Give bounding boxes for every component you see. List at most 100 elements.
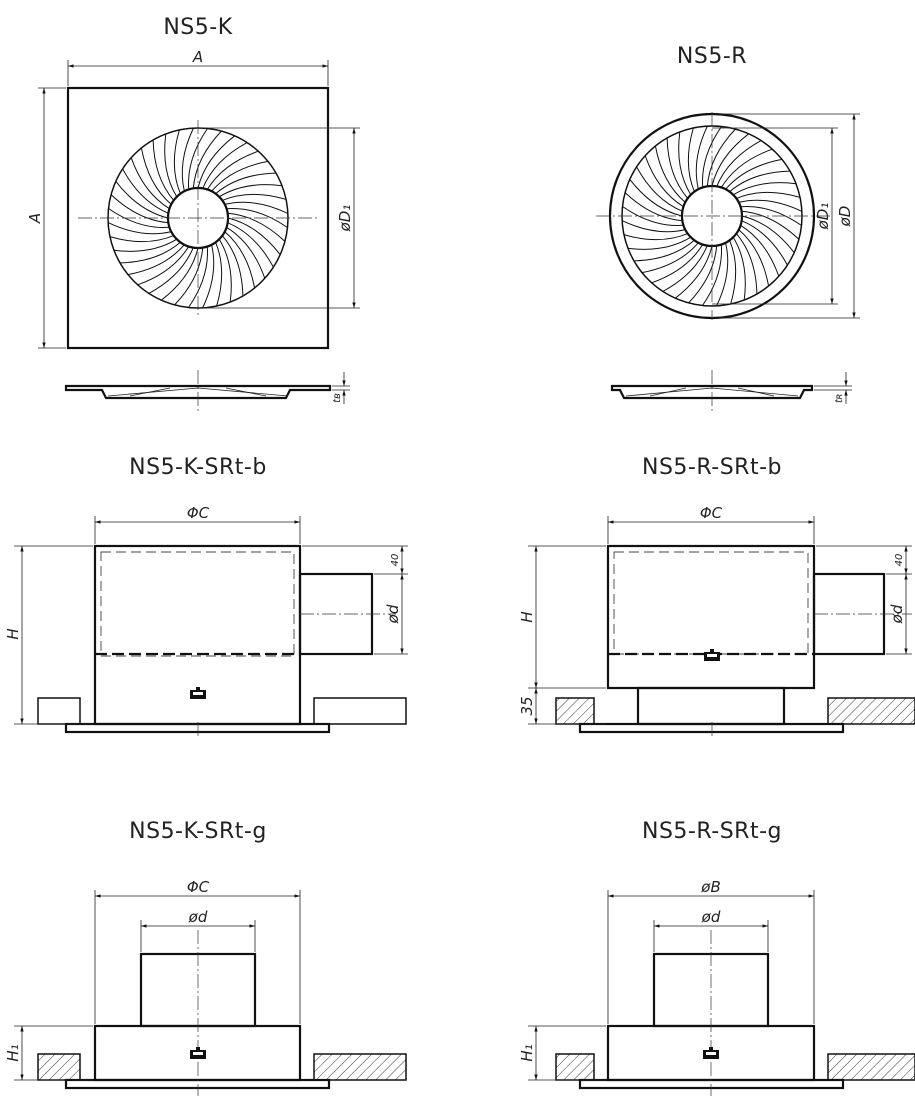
bracket-symbol (190, 687, 206, 699)
dim-h1-label: H₁ (4, 1044, 22, 1061)
swirl-blade (678, 131, 692, 196)
swirl-blade (654, 145, 686, 203)
swirl-blade (164, 133, 178, 198)
dim-c-r-label: ΦC (700, 504, 723, 522)
ns5-k-srtg-view: NS5-K-SRt-g ΦC ød H₁ (4, 819, 407, 1096)
swirl-blade (110, 194, 169, 224)
swirl-blade (623, 233, 688, 241)
ns5-r-srtb-view: NS5-R-SRt-b ΦC H 35 40 ø (518, 455, 915, 736)
swirl-blade (202, 142, 248, 189)
swirl-blade (662, 245, 708, 292)
ns5-k-srtb-title: NS5-K-SRt-b (129, 455, 267, 480)
ns5-k-title: NS5-K (163, 15, 232, 40)
swirl-blade (227, 217, 281, 256)
face-plate (64, 722, 331, 734)
swirl-blade (218, 238, 232, 303)
ns5-r-title: NS5-R (677, 44, 747, 69)
swirl-blade (716, 140, 762, 187)
dim-d-spigot-label: ød (384, 604, 402, 624)
swirl-blade (741, 215, 795, 254)
bracket-symbol-g (190, 1047, 206, 1059)
dim-a-height-label: A (26, 213, 44, 224)
swirl-blade (695, 125, 708, 190)
swirl-blade (137, 246, 190, 286)
swirl-blade (224, 201, 289, 214)
swirl-blade (122, 168, 169, 214)
swirl-blade (720, 148, 773, 188)
swirl-blade (140, 147, 172, 205)
swirl-blade (222, 193, 287, 201)
swirl-blade (108, 208, 170, 229)
swirl-blade (740, 205, 802, 226)
swirl-blade (741, 220, 788, 266)
ns5-r-side-view: tʀ (610, 370, 852, 412)
swirl-blade (215, 242, 223, 307)
swirl-blade (115, 180, 169, 219)
dim-a-width-label: A (192, 48, 203, 66)
face-plate-r (578, 722, 845, 734)
neck-r (636, 686, 786, 726)
swirl-blade (687, 127, 695, 192)
swirl-blade (148, 247, 194, 294)
swirl-blade (621, 220, 686, 233)
swirl-blade (227, 222, 274, 268)
ns5-k-srtg-title: NS5-K-SRt-g (129, 819, 267, 844)
ns5-r-plan-view: NS5-R øD₁ øD (596, 44, 860, 320)
swirl-blade (636, 166, 683, 212)
swirl-blade (735, 233, 758, 295)
swirl-blade (622, 206, 684, 227)
dim-d-spigot-r-label: ød (888, 604, 906, 624)
swirl-blade (224, 231, 256, 289)
swirl-blade (732, 182, 797, 196)
swirl-blade (173, 129, 181, 194)
swirl-blade (181, 127, 194, 192)
swirl-blade (226, 207, 288, 228)
swirl-blade (215, 172, 277, 195)
swirl-blade (738, 229, 770, 287)
ns5-k-side-view: tʙ (64, 370, 350, 412)
dim-d1-r-label: øD₁ (814, 203, 832, 231)
swirl-blade (725, 158, 783, 190)
dim-d1-label: øD₁ (336, 205, 354, 233)
dim-d-rg-label: ød (701, 908, 721, 926)
ns5-k-srtb-view: NS5-K-SRt-b ΦC H 40 ød (4, 455, 408, 736)
dim-h-label: H (4, 628, 22, 639)
swirl-blade (202, 244, 215, 309)
swirl-blade (197, 135, 236, 189)
bracket-symbol-rg (703, 1047, 719, 1059)
swirl-blade (674, 245, 713, 299)
swirl-blade (109, 235, 174, 243)
swirl-blade (666, 137, 689, 199)
square-face-plate (66, 86, 330, 350)
dim-c-g-label: ΦC (187, 878, 210, 896)
dim-40-label: 40 (390, 554, 401, 567)
k-profile (64, 384, 332, 400)
swirl-blade (211, 160, 269, 192)
swirl-blade (221, 235, 244, 297)
swirl-blade (641, 242, 699, 274)
swirl-blade (629, 178, 683, 217)
bracket-symbol-r (704, 649, 720, 661)
dim-c-label: ΦC (187, 504, 210, 522)
swirl-blade (711, 133, 750, 187)
hidden-outline (100, 551, 295, 657)
plenum-box-r (606, 544, 816, 690)
swirl-blade (152, 139, 175, 201)
swirl-blade (702, 244, 723, 306)
dim-tr-label: tʀ (834, 393, 845, 403)
swirl-blade (160, 247, 199, 301)
swirl-blade (130, 157, 170, 210)
dim-35-label: 35 (518, 696, 536, 715)
swirl-blade (701, 126, 722, 188)
dim-tb-label: tʙ (332, 393, 343, 403)
swirl-blade (192, 130, 222, 189)
swirl-blade (624, 192, 683, 222)
swirl-blades (107, 127, 289, 309)
swirl-blade (218, 184, 283, 198)
ns5-r-srtg-view: NS5-R-SRt-g øB ød H₁ (518, 819, 915, 1096)
dim-b-label: øB (700, 878, 720, 896)
face-plate-rg (578, 1078, 845, 1090)
swirl-blade (729, 170, 791, 193)
swirl-blade (729, 240, 737, 305)
swirl-blade (736, 191, 801, 199)
